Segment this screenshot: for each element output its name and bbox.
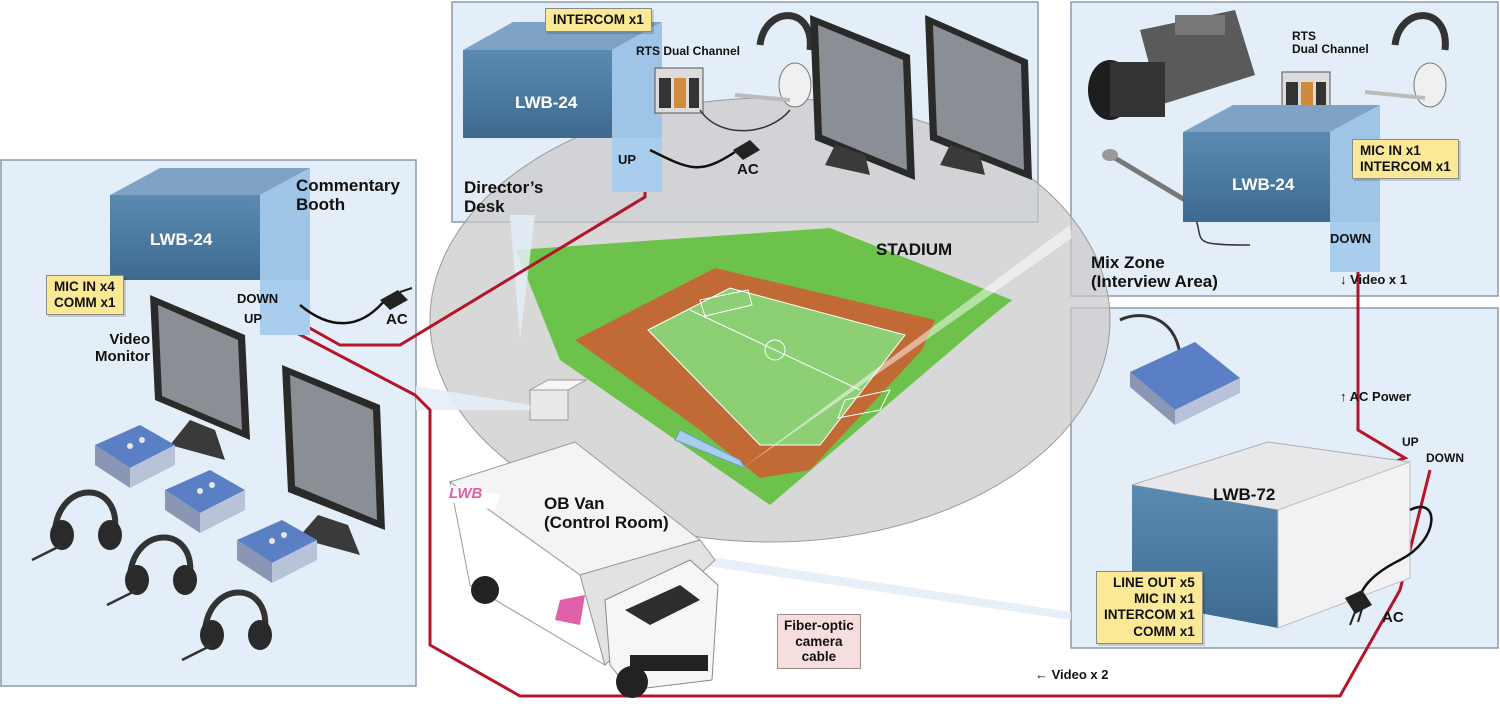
commentary-ac-plug-icon bbox=[380, 287, 413, 310]
stadium bbox=[416, 97, 1111, 620]
director-ac-cable bbox=[649, 148, 736, 169]
desk-microphone-console bbox=[1119, 314, 1240, 425]
headset-icon bbox=[699, 12, 814, 132]
control-lwb72-unit bbox=[1131, 441, 1411, 629]
commentary-console-2 bbox=[165, 470, 245, 533]
director-monitor-2 bbox=[925, 15, 1032, 180]
camera-box bbox=[529, 389, 569, 421]
commentary-console-3 bbox=[237, 520, 317, 583]
headset-icon bbox=[1364, 12, 1449, 108]
commentary-lwb24-unit bbox=[110, 168, 310, 335]
director-monitor-1 bbox=[810, 15, 915, 180]
control-ac-plug-icon bbox=[1345, 590, 1372, 626]
rts-intercom-device bbox=[654, 67, 704, 114]
commentary-ac-cable bbox=[299, 299, 386, 325]
video-monitor-1 bbox=[150, 295, 250, 460]
broadcast-camera-icon bbox=[1088, 10, 1255, 120]
headset-icon bbox=[52, 489, 269, 631]
director-ac-plug-icon bbox=[733, 140, 760, 160]
ob-van-truck bbox=[448, 441, 719, 698]
commentary-console-1 bbox=[95, 425, 175, 488]
video-monitor-2 bbox=[282, 365, 385, 555]
control-ac-cable bbox=[1358, 505, 1433, 601]
